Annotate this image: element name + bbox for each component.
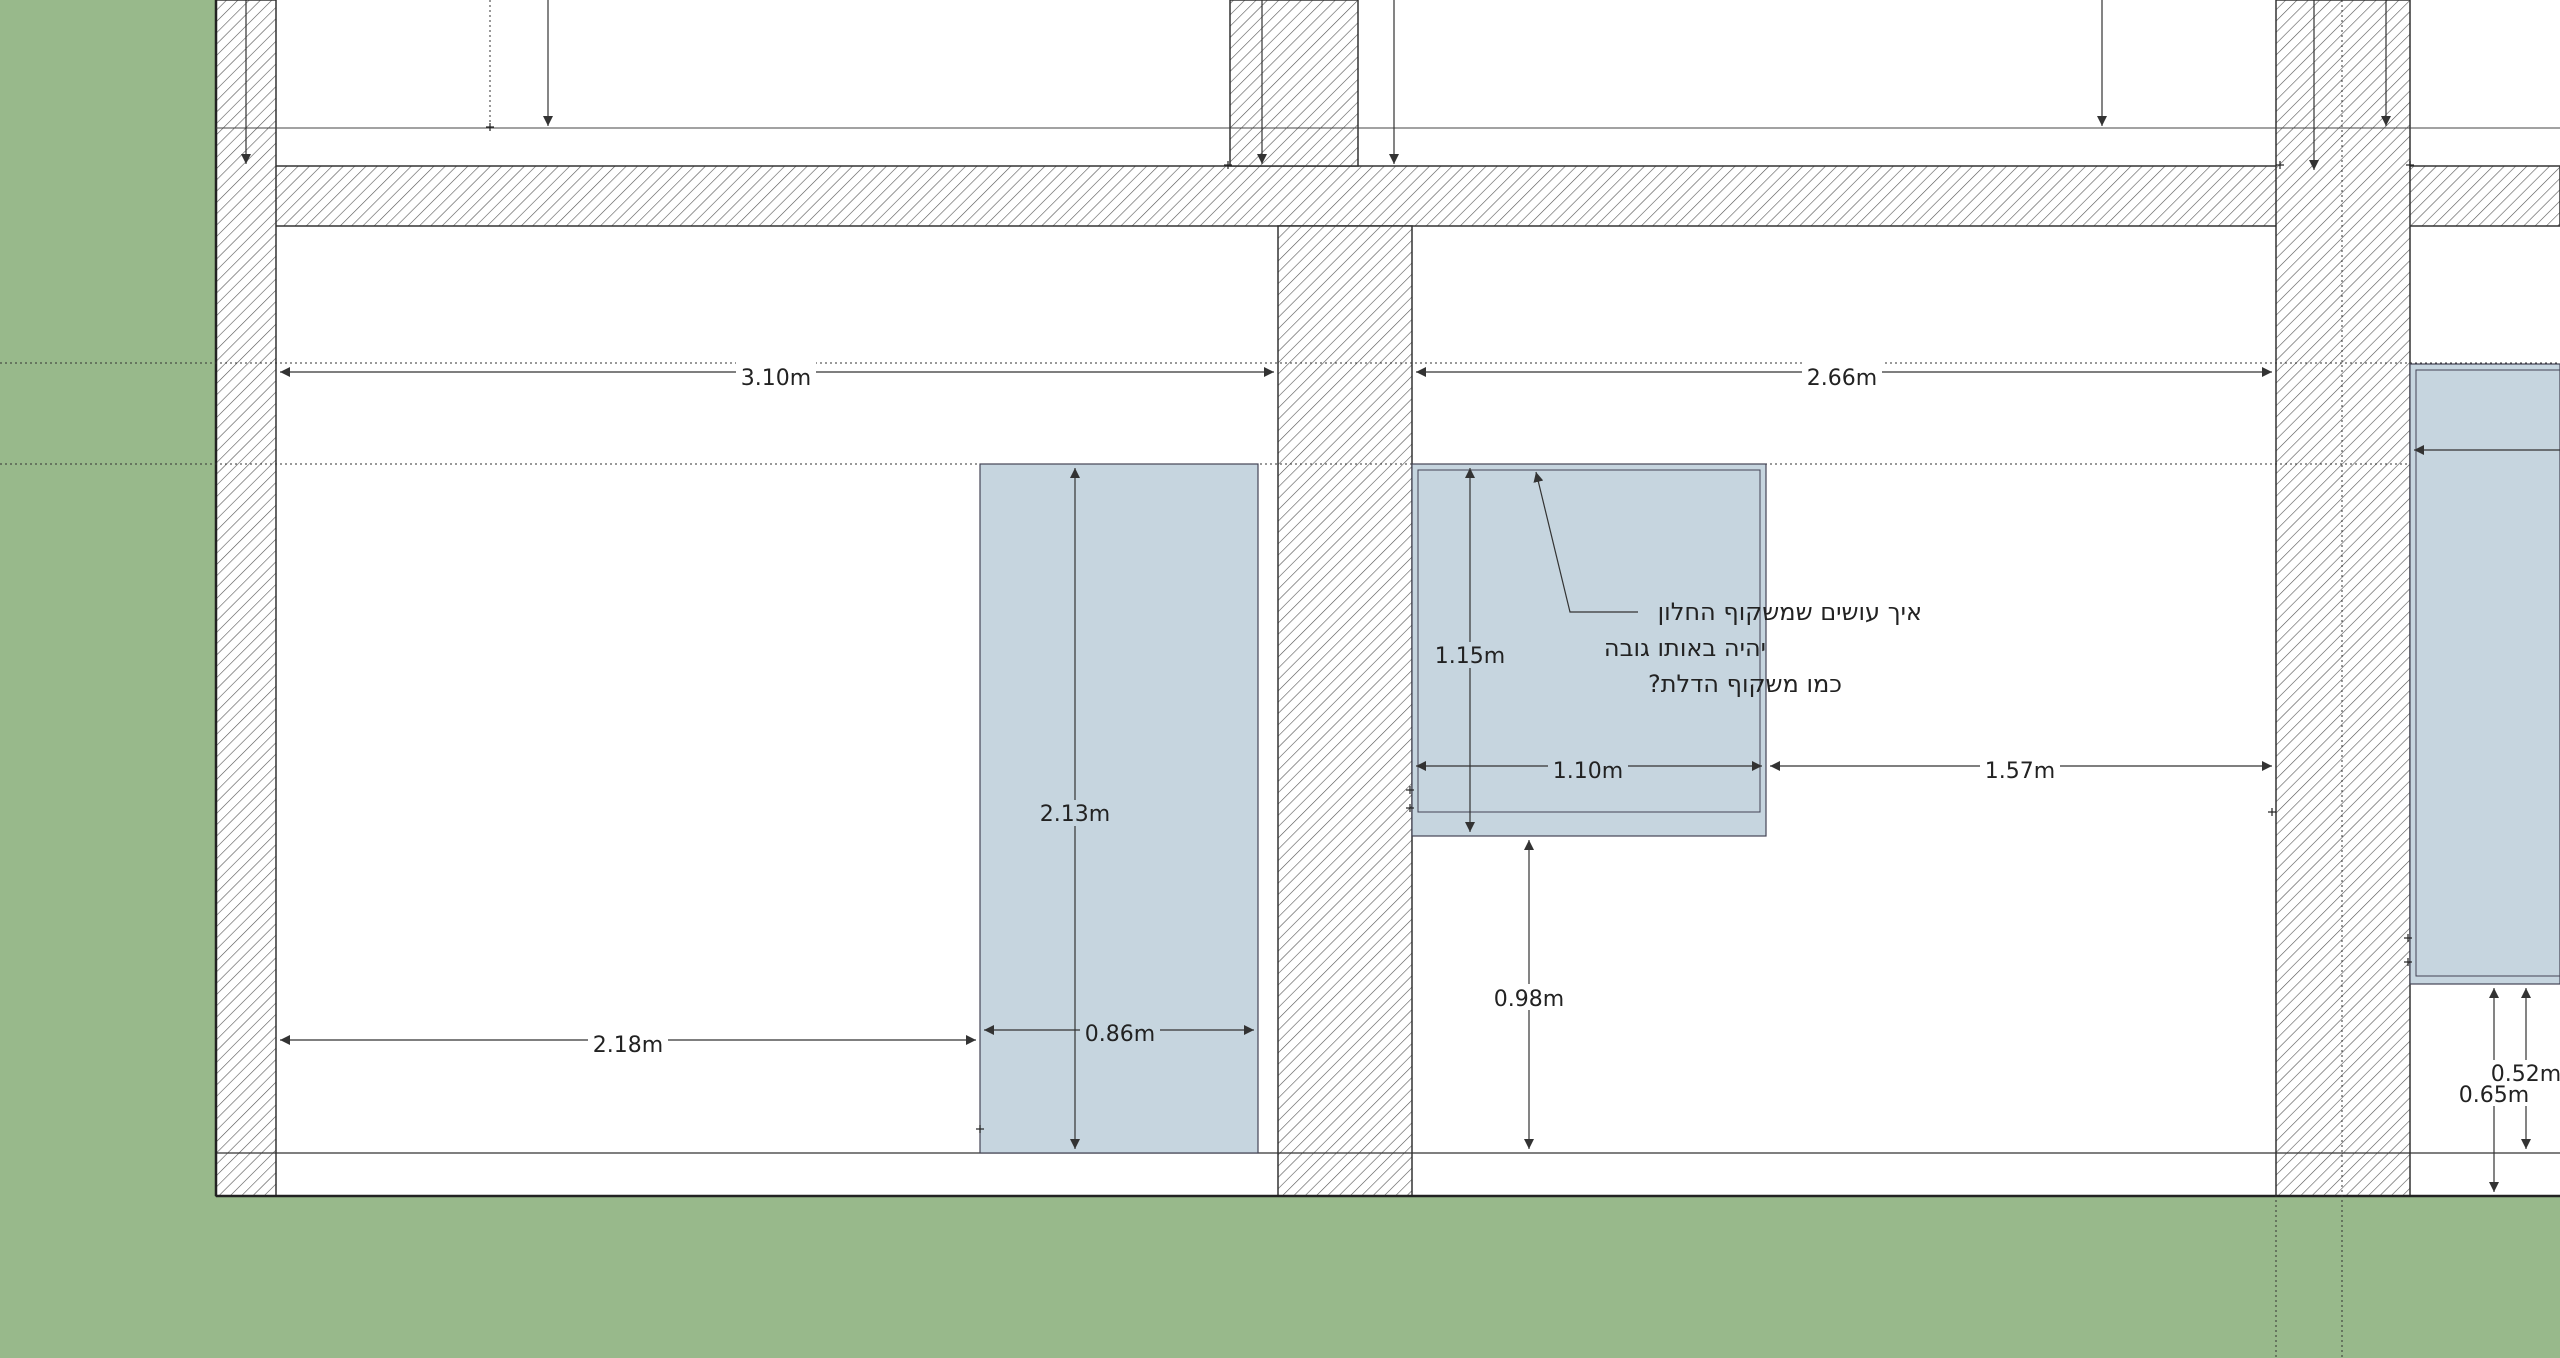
dim-window-width-label: 1.10m <box>1553 759 1623 784</box>
upper-arrows <box>241 0 2391 170</box>
middle-wall[interactable] <box>1277 225 1413 1197</box>
annotation-leader <box>1533 471 1638 613</box>
top-beam-wall[interactable] <box>215 165 2560 227</box>
dim-edge-b-label: 0.65m <box>2459 1083 2529 1108</box>
annotation-line-3[interactable]: כמו משקוף הדלת? <box>1648 670 1842 698</box>
left-wall[interactable] <box>215 0 277 1197</box>
dim-room-right-label: 2.66m <box>1807 366 1877 391</box>
upper-middle-wall[interactable] <box>1229 0 1359 167</box>
window-frame <box>1417 469 1761 813</box>
right-wall[interactable] <box>2275 0 2411 1197</box>
annotation-line-2[interactable]: יהיה באותו גובה <box>1604 634 1766 662</box>
dim-door-height-label: 2.13m <box>1040 802 1110 827</box>
dim-window-height-label: 1.15m <box>1435 644 1505 669</box>
snap-marks <box>486 123 2414 1133</box>
dim-door-to-wall-label: 2.18m <box>593 1033 663 1058</box>
dim-room-left-label: 3.10m <box>741 366 811 391</box>
annotation-line-1[interactable]: איך עושים שמשקוף החלון <box>1658 598 1922 626</box>
right-opening-frame <box>2415 369 2560 977</box>
dim-window-to-wall-label: 1.57m <box>1985 759 2055 784</box>
dim-door-width-label: 0.86m <box>1085 1022 1155 1047</box>
dim-sill-height-label: 0.98m <box>1494 987 1564 1012</box>
door-opening[interactable] <box>979 463 1259 1154</box>
right-opening[interactable] <box>2409 363 2560 985</box>
